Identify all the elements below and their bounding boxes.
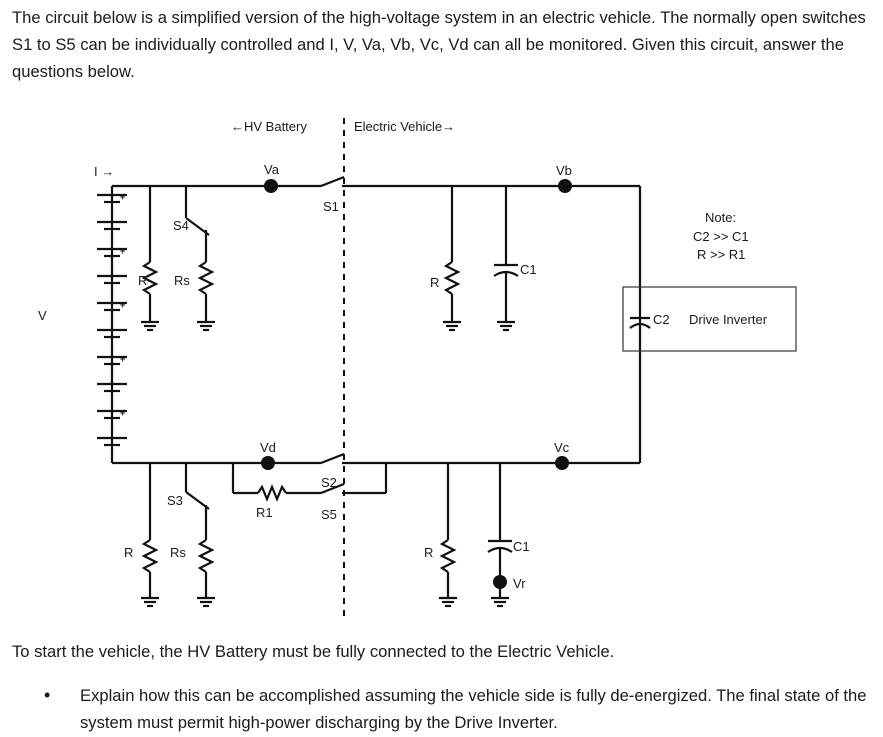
- cell-plus-1: +: [120, 192, 125, 202]
- vb-label: Vb: [556, 163, 572, 178]
- vd-label: Vd: [260, 440, 276, 455]
- r-top-vehicle-label: R: [430, 275, 439, 290]
- r-bottom-left-label: R: [124, 545, 133, 560]
- r-bottom-vehicle-label: R: [424, 545, 433, 560]
- circuit-diagram: + + + + + ←HV Battery Electric Vehicle→ …: [38, 118, 797, 616]
- note-line-2: R >> R1: [697, 247, 745, 262]
- s3-label: S3: [167, 493, 183, 508]
- current-label: I →: [94, 164, 114, 179]
- voltage-label: V: [38, 308, 47, 323]
- s4-label: S4: [173, 218, 189, 233]
- electric-vehicle-label: Electric Vehicle→: [354, 119, 455, 134]
- hv-battery-label: ←HV Battery: [231, 119, 307, 134]
- c1-top-label: C1: [520, 262, 537, 277]
- va-label: Va: [264, 162, 280, 177]
- bullet-text: Explain how this can be accomplished ass…: [80, 686, 867, 732]
- cell-plus-5: +: [120, 408, 125, 418]
- vc-label: Vc: [554, 440, 570, 455]
- r-top-left-label: R: [138, 273, 147, 288]
- s2-label: S2: [321, 475, 337, 490]
- s5-label: S5: [321, 507, 337, 522]
- drive-inverter-label: Drive Inverter: [689, 312, 768, 327]
- question-paragraph: To start the vehicle, the HV Battery mus…: [12, 642, 615, 661]
- r1-label: R1: [256, 505, 273, 520]
- vr-label: Vr: [513, 576, 526, 591]
- cell-plus-4: +: [120, 354, 125, 364]
- rs-top-label: Rs: [174, 273, 190, 288]
- intro-paragraph: The circuit below is a simplified versio…: [12, 8, 866, 81]
- s1-label: S1: [323, 199, 339, 214]
- c2-label: C2: [653, 312, 670, 327]
- cell-plus-2: +: [120, 246, 125, 256]
- note-title: Note:: [705, 210, 736, 225]
- c1-bottom-label: C1: [513, 539, 530, 554]
- cell-plus-3: +: [120, 300, 125, 310]
- note-line-1: C2 >> C1: [693, 229, 749, 244]
- rs-bottom-label: Rs: [170, 545, 186, 560]
- bullet-dot: •: [44, 685, 51, 705]
